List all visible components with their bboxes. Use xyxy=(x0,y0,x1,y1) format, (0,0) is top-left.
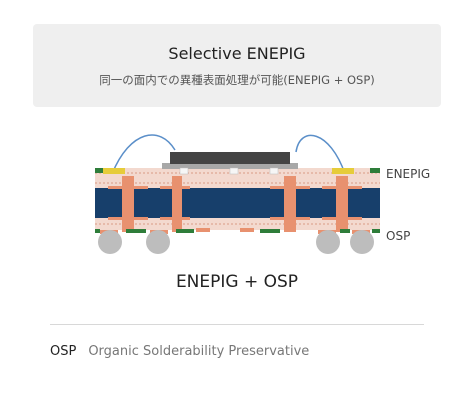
via xyxy=(284,176,296,232)
solder-ball xyxy=(316,230,340,254)
enepig-pad-left xyxy=(103,168,125,174)
chip-die xyxy=(170,152,290,164)
bottom-pad xyxy=(196,228,210,232)
core-layer xyxy=(95,188,380,218)
solder-ball xyxy=(146,230,170,254)
note-description: Organic Solderability Preservative xyxy=(88,344,310,359)
header-panel: Selective ENEPIG 同一の面内での異種表面処理が可能(ENEPIG… xyxy=(33,24,441,107)
die-attach xyxy=(162,163,298,169)
divider xyxy=(50,324,424,325)
note-abbreviation: OSP xyxy=(50,344,77,359)
diagram-caption: ENEPIG + OSP xyxy=(175,272,299,292)
bond-wire-right xyxy=(295,134,346,175)
lower-prepreg xyxy=(95,218,380,230)
solder-mask-top-left xyxy=(95,168,103,173)
via xyxy=(172,176,182,232)
via xyxy=(336,176,348,232)
enepig-pad-right xyxy=(332,168,354,174)
solder-mask-bottom xyxy=(95,229,100,233)
upper-prepreg xyxy=(95,178,380,188)
label-enepig: ENEPIG xyxy=(386,167,430,181)
abbreviation-note: OSP Organic Solderability Preservative xyxy=(50,344,309,359)
bond-wire-left xyxy=(111,134,176,175)
page-title: Selective ENEPIG xyxy=(168,44,306,63)
solder-ball xyxy=(98,230,122,254)
label-osp: OSP xyxy=(386,229,410,243)
bottom-pad xyxy=(240,228,254,232)
solder-mask-top-right xyxy=(370,168,380,173)
via xyxy=(122,176,134,232)
page-subtitle: 同一の面内での異種表面処理が可能(ENEPIG + OSP) xyxy=(99,73,375,87)
solder-ball xyxy=(350,230,374,254)
